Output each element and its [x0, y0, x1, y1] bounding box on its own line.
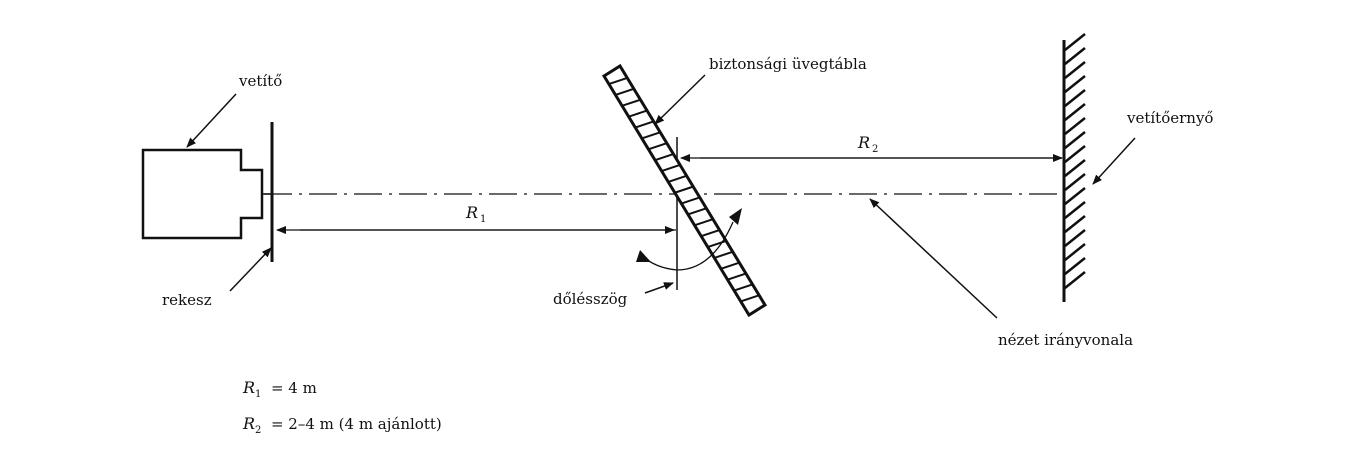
tilt-angle-arrow-left — [636, 250, 651, 262]
projection-screen — [1062, 33, 1086, 302]
screen-label: vetítőernyő — [1126, 109, 1213, 127]
projector-body — [141, 148, 264, 240]
legend-r1-symbol: R — [243, 378, 256, 397]
legend-r2-text: = 2–4 m (4 m ajánlott) — [270, 415, 442, 433]
aperture-label: rekesz — [162, 291, 212, 309]
legend-r1-text: = 4 m — [270, 379, 317, 397]
line-of-sight-label: nézet irányvonala — [998, 331, 1133, 349]
tilt-angle-arc — [640, 221, 734, 271]
legend-r1: R1 = 4 m — [243, 378, 317, 400]
legend-r2-symbol: R — [243, 414, 256, 433]
screen-leader — [1092, 137, 1136, 185]
legend-r2-sub: 2 — [255, 425, 262, 436]
safety-glass-leader — [654, 74, 706, 125]
projector-leader — [186, 93, 237, 148]
projector-label: vetítő — [238, 72, 282, 90]
tilt-angle-label: dőlésszög — [553, 290, 628, 308]
safety-glass-label: biztonsági üvegtábla — [709, 55, 867, 73]
legend-r1-sub: 1 — [255, 389, 262, 400]
line-of-sight-leader — [869, 198, 998, 319]
safety-glass-pane — [601, 63, 768, 318]
aperture-leader — [229, 247, 272, 292]
tilt-angle-arrow-right — [729, 208, 742, 225]
tilt-angle-leader — [644, 282, 674, 294]
legend-r2: R2 = 2–4 m (4 m ajánlott) — [243, 414, 442, 436]
